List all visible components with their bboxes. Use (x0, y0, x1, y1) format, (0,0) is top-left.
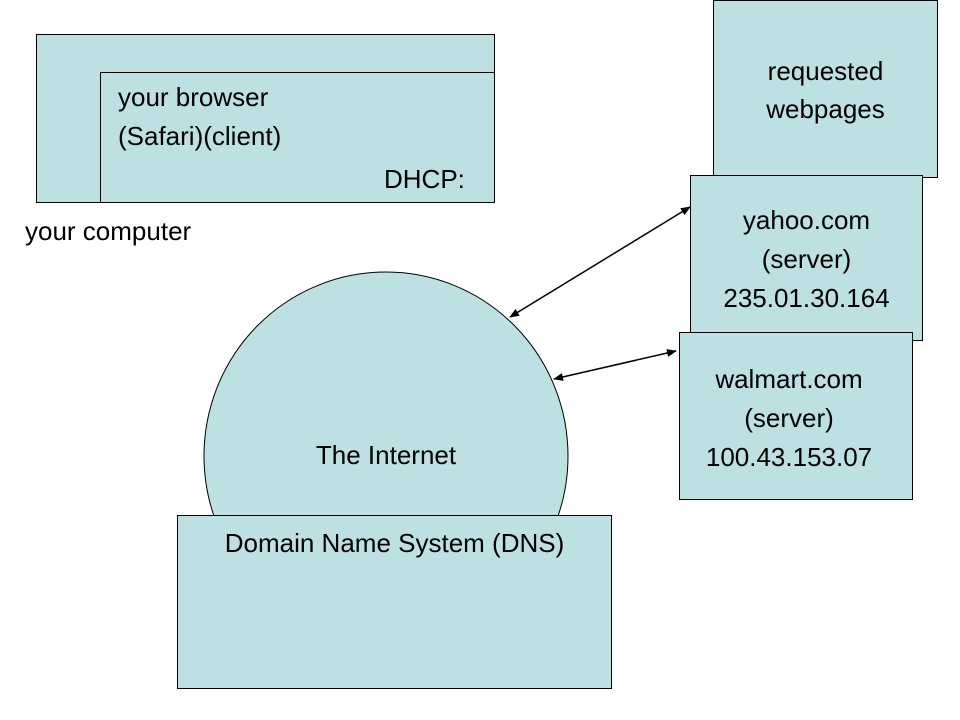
yahoo-role: (server) (761, 244, 852, 274)
yahoo-arrow (509, 206, 691, 318)
internet-label: The Internet (315, 440, 457, 470)
yahoo-server-box (690, 175, 923, 341)
browser-label-line2: (Safari)(client) (118, 121, 282, 151)
yahoo-name: yahoo.com (742, 205, 871, 235)
walmart-ip: 100.43.153.07 (705, 442, 873, 472)
walmart-name: walmart.com (715, 364, 863, 394)
yahoo-ip: 235.01.30.164 (723, 283, 890, 313)
dhcp-label: DHCP: (384, 164, 465, 194)
dns-label: Domain Name System (DNS) (224, 528, 565, 558)
computer-label: your computer (25, 216, 192, 246)
webpages-label-line2: webpages (766, 94, 885, 124)
browser-label-line1: your browser (118, 82, 269, 112)
webpages-label-line1: requested (767, 56, 884, 86)
dns-box (177, 515, 612, 689)
walmart-arrow (553, 349, 677, 381)
walmart-server-box (679, 332, 913, 500)
walmart-role: (server) (744, 403, 834, 433)
browser-box (100, 72, 495, 203)
